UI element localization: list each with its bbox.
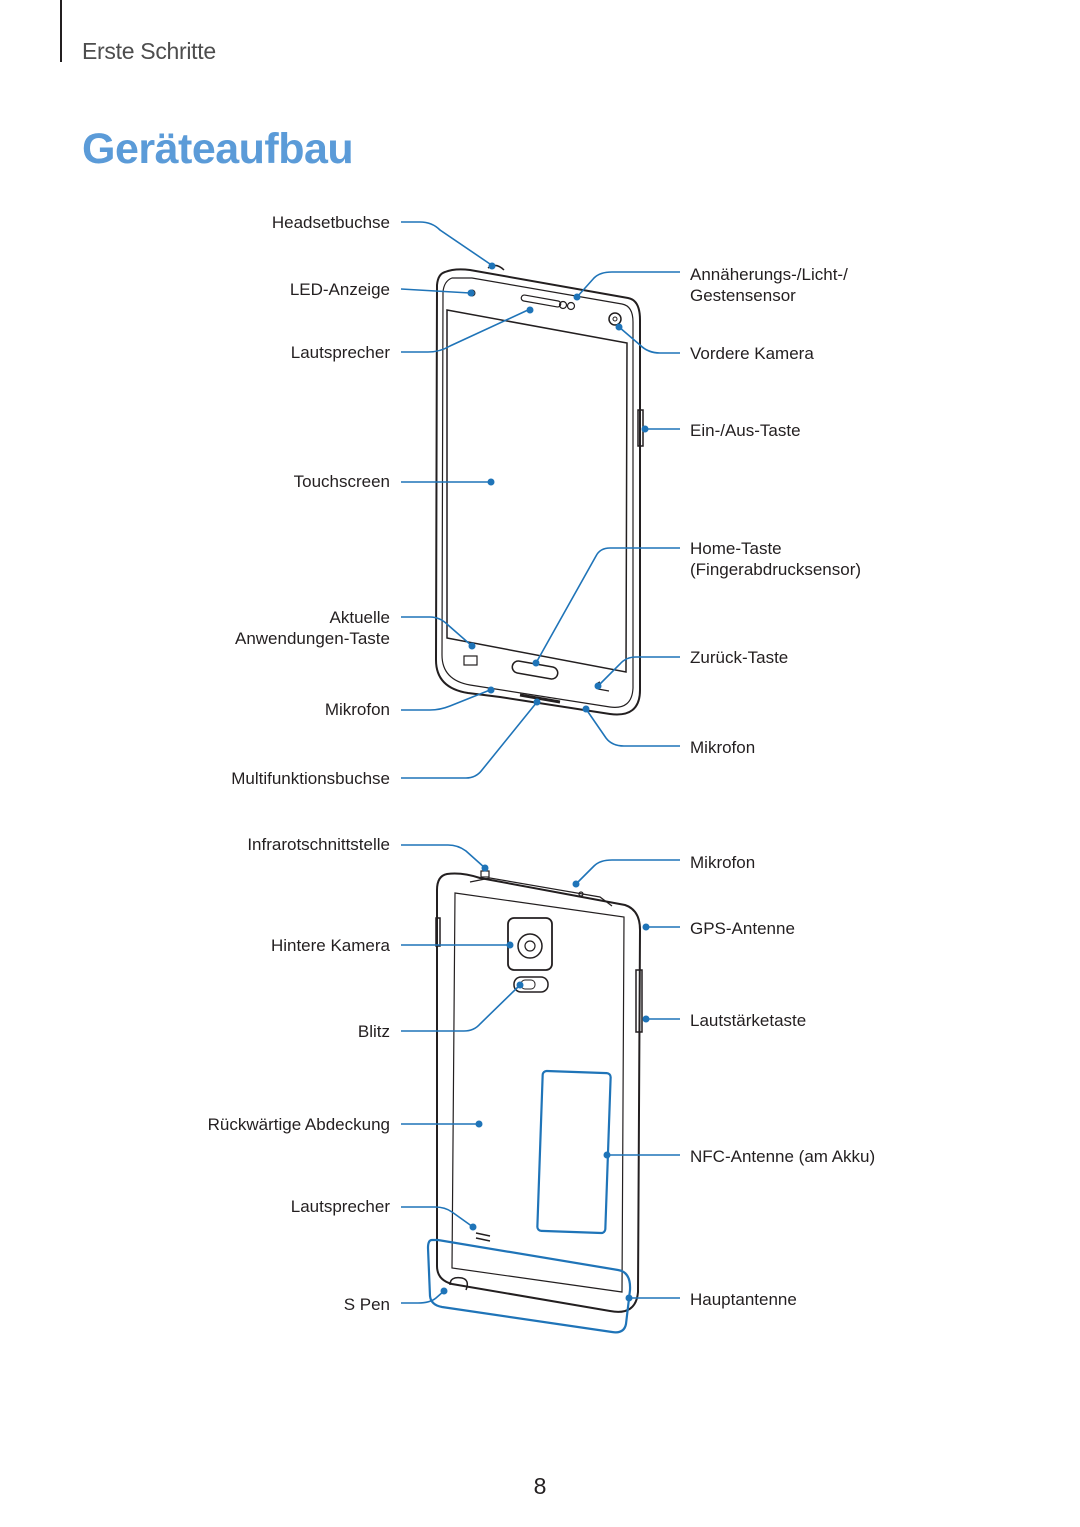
nfc-antenna-outline: [536, 1069, 612, 1235]
label-s-pen: S Pen: [343, 1295, 390, 1314]
callout-line-back-key: [597, 656, 680, 687]
label-ir-led: Infrarotschnittstelle: [247, 835, 390, 854]
label-recent-apps-line2: Anwendungen-Taste: [234, 629, 390, 648]
page-number: 8: [533, 1473, 547, 1499]
callout-line-mic-back: [575, 859, 680, 885]
label-front-mic-right: Mikrofon: [690, 738, 756, 757]
callout-line-ir: [401, 844, 486, 869]
label-back-mic: Mikrofon: [690, 853, 756, 872]
label-recent-apps-line1: Aktuelle: [329, 608, 390, 627]
label-back-key: Zurück-Taste: [690, 648, 789, 667]
front-phone-illustration: [434, 264, 644, 716]
label-led-indicator: LED-Anzeige: [289, 280, 390, 299]
label-gps-antenna: GPS-Antenne: [690, 919, 795, 938]
page-title: Geräteaufbau: [82, 125, 354, 173]
label-headset-jack: Headsetbuchse: [271, 213, 390, 232]
callout-line-sensor: [576, 271, 680, 298]
callout-line-headset: [401, 221, 491, 265]
callout-line-home: [535, 547, 680, 664]
callout-line-flash: [401, 984, 521, 1032]
label-front-mic-left: Mikrofon: [324, 700, 390, 719]
section-title: Erste Schritte: [82, 38, 216, 64]
label-home-key-line2: (Fingerabdrucksensor): [690, 560, 862, 579]
callout-line-multi: [401, 701, 538, 779]
label-nfc-antenna: NFC-Antenne (am Akku): [690, 1147, 876, 1166]
label-multipurpose-jack: Multifunktionsbuchse: [231, 769, 390, 788]
callout-line-recent: [401, 616, 473, 647]
label-rear-camera: Hintere Kamera: [270, 936, 390, 955]
label-sensor-line2: Gestensensor: [690, 286, 796, 305]
label-volume-key: Lautstärketaste: [690, 1011, 807, 1030]
header-rule: [60, 0, 62, 62]
label-power-key: Ein-/Aus-Taste: [690, 421, 801, 440]
callout-line-led: [400, 288, 471, 294]
label-home-key-line1: Home-Taste: [690, 539, 782, 558]
label-front-speaker: Lautsprecher: [290, 343, 390, 362]
label-main-antenna: Hauptantenne: [690, 1290, 797, 1309]
callout-line-front-cam: [618, 326, 680, 354]
label-back-speaker: Lautsprecher: [290, 1197, 390, 1216]
main-antenna-outline: [426, 1238, 632, 1334]
callout-line-speaker-front: [401, 309, 529, 353]
label-touchscreen: Touchscreen: [293, 472, 390, 491]
label-sensor-line1: Annäherungs-/Licht-/: [690, 265, 848, 284]
callout-line-spen: [401, 1290, 445, 1304]
callout-line-mic-front-left: [401, 689, 491, 711]
label-flash: Blitz: [357, 1022, 390, 1041]
back-phone-illustration: [435, 870, 643, 1313]
callout-line-speaker-back: [401, 1206, 474, 1228]
callout-line-mic-front-right: [585, 708, 680, 747]
label-front-camera: Vordere Kamera: [690, 344, 814, 363]
label-back-cover: Rückwärtige Abdeckung: [207, 1115, 390, 1134]
callout-dots: [440, 262, 650, 1302]
